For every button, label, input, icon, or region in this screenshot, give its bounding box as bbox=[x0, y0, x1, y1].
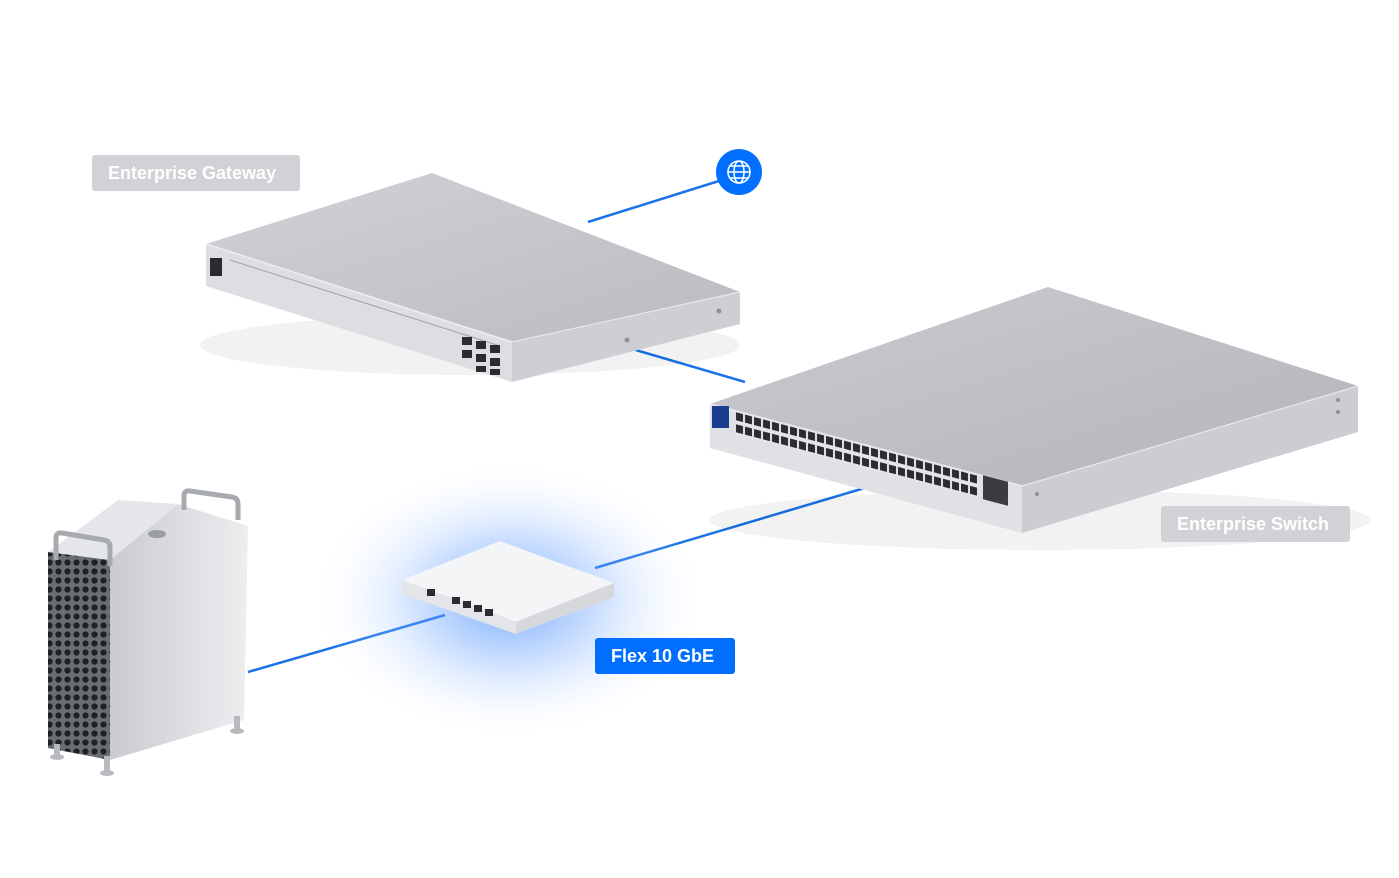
label-enterprise-gateway: Enterprise Gateway bbox=[92, 155, 300, 191]
link-gateway-internet bbox=[587, 178, 723, 224]
label-flex-10-gbe: Flex 10 GbE bbox=[595, 638, 735, 674]
workstation-device[interactable] bbox=[48, 488, 248, 776]
enterprise-gateway-device[interactable] bbox=[200, 173, 741, 382]
gateway-ports bbox=[462, 337, 500, 375]
internet-node[interactable] bbox=[716, 149, 762, 195]
globe-icon bbox=[727, 160, 751, 184]
link-gateway-switch bbox=[621, 344, 746, 384]
flex-10-gbe-device[interactable] bbox=[310, 460, 710, 740]
label-enterprise-switch: Enterprise Switch bbox=[1161, 506, 1350, 542]
flex-ports bbox=[427, 589, 493, 616]
workstation-feet bbox=[50, 716, 244, 776]
